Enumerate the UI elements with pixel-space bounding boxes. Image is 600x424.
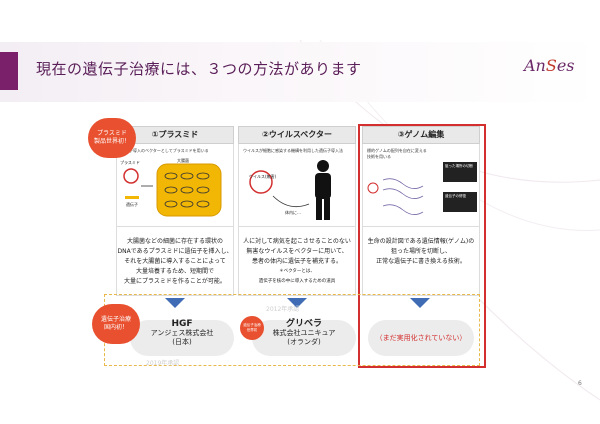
description-line: 大量培養するため、短期間で <box>135 268 214 275</box>
figure-caption: ウイルスが細胞に感染する機構を利用した遺伝子導入法 <box>243 148 343 153</box>
product-hgf: HGF アンジェス株式会社 (日本) <box>130 320 234 356</box>
description-line: 大量にプラスミドを作ることが可能。 <box>124 278 226 285</box>
column-virus-vector: ②ウイルスベクター ウイルスが細胞に感染する機構を利用した遺伝子導入法 ウイルス… <box>238 126 356 296</box>
badge-line: 世界初 <box>246 328 258 332</box>
page-title: 現在の遺伝子治療には、３つの方法があります <box>36 60 362 78</box>
description-line: 大腸菌などの細菌に存在する環状の <box>126 238 223 245</box>
description-line: DNAであるプラスミドに遺伝子を挿入し、 <box>117 248 233 255</box>
product-glybera: グリベラ 株式会社ユニキュア (オランダ) <box>252 320 356 356</box>
ecoli-cell-icon <box>156 163 222 217</box>
product-country: (オランダ) <box>287 338 321 346</box>
badge-line: 製品世界初！ <box>93 138 130 145</box>
approval-watermark: 2012年承認 <box>266 306 300 313</box>
description-line: 患者の体内に遺伝子を補充する。 <box>251 258 342 265</box>
repair-panel-icon <box>443 192 477 212</box>
column-heading: ②ウイルスベクター <box>238 126 356 144</box>
genome-editing-diagram <box>367 162 477 215</box>
column-description: 大腸菌などの細菌に存在する環状の DNAであるプラスミドに遺伝子を挿入し、 それ… <box>116 226 234 296</box>
description-line: 無害なウイルスをベクターに用いて、 <box>246 248 348 255</box>
figure-caption: 遺伝子導入のベクターとしてプラスミドを用いる <box>121 148 209 153</box>
badge-line: 遺伝子治療 <box>243 323 261 327</box>
arrow-down-icon <box>287 298 307 308</box>
logo-text-b: es <box>556 56 575 75</box>
description-line: それを大腸菌に導入することによって <box>124 258 226 265</box>
virus-icon <box>249 170 273 194</box>
label-cut: 狙った場所の切断 <box>445 164 473 168</box>
description-line: 正常な遺伝子に書き換える技術。 <box>376 258 466 265</box>
label-into-body: 体内に… <box>285 210 301 215</box>
plasmid-circle-icon <box>123 168 139 184</box>
product-company: アンジェス株式会社 <box>150 329 214 337</box>
badge-line: プラスミド <box>97 130 127 137</box>
description-line: 生命の設計図である遺伝情報(ゲノム)の <box>367 238 475 245</box>
label-ecoli: 大腸菌 <box>177 158 189 163</box>
company-logo: AnSes <box>524 56 575 75</box>
logo-text-s: S <box>545 56 557 75</box>
person-icon <box>315 160 331 220</box>
badge-line: 国内初！ <box>103 324 128 331</box>
column-figure: 遺伝子導入のベクターとしてプラスミドを用いる プラスミド 遺伝子 大腸菌 <box>116 144 234 226</box>
column-description: 人に対して病気を起こさせることのない 無害なウイルスをベクターに用いて、 患者の… <box>238 226 356 296</box>
logo-text-a: An <box>524 56 546 75</box>
world-first-small-badge: 遺伝子治療 世界初 <box>240 316 264 340</box>
plasmid-diagram <box>123 163 222 217</box>
column-plasmid: ①プラスミド 遺伝子導入のベクターとしてプラスミドを用いる プラスミド 遺伝子 … <box>116 126 234 296</box>
label-plasmid: プラスミド <box>120 160 140 165</box>
genome-editing-status: （まだ実用化されていない） <box>368 320 474 356</box>
cell-icon <box>367 182 379 194</box>
label-gene: 遺伝子 <box>126 202 138 207</box>
product-name: HGF <box>171 319 193 329</box>
plasmid-copies <box>164 172 210 208</box>
arrow-down-icon <box>410 298 430 308</box>
approval-watermark: 2019年承認 <box>146 360 180 367</box>
description-line: 人に対して病気を起こさせることのない <box>243 238 351 245</box>
column-genome-editing: ③ゲノム編集 標的ゲノムの配列を自在に変える技術を用いる 狙った場所の切断 遺伝… <box>362 126 480 296</box>
label-repair: 遺伝子の修復 <box>445 194 466 198</box>
column-description: 生命の設計図である遺伝情報(ゲノム)の 狙った場所を切断し、 正常な遺伝子に書き… <box>362 226 480 296</box>
column-figure: 標的ゲノムの配列を自在に変える技術を用いる 狙った場所の切断 遺伝子の修復 <box>362 144 480 226</box>
genome-editing-highlight-border <box>358 124 486 368</box>
page-number: 6 <box>578 380 582 387</box>
cut-panel-icon <box>443 162 477 182</box>
plasmid-world-first-badge: プラスミド 製品世界初！ <box>88 118 136 158</box>
description-line: 遺伝子を核の中に導入するための道具 <box>258 279 336 284</box>
column-figure: ウイルスが細胞に感染する機構を利用した遺伝子導入法 ウイルス(無害) 体内に… <box>238 144 356 226</box>
label-virus: ウイルス(無害) <box>249 174 277 179</box>
domestic-first-badge: 遺伝子治療 国内初！ <box>92 304 140 344</box>
arrow-down-icon <box>165 298 185 308</box>
column-heading: ③ゲノム編集 <box>362 126 480 144</box>
virus-vector-diagram <box>249 160 331 220</box>
product-country: (日本) <box>172 338 192 346</box>
description-line: ＊ベクターとは、 <box>279 269 315 274</box>
title-accent-bar <box>0 52 18 90</box>
description-line: 狙った場所を切断し、 <box>390 248 451 255</box>
gene-segment-icon <box>125 196 139 199</box>
badge-line: 遺伝子治療 <box>100 316 131 323</box>
product-name: グリベラ <box>285 319 322 329</box>
figure-caption: 標的ゲノムの配列を自在に変える技術を用いる <box>367 148 427 159</box>
title-banner <box>0 42 600 102</box>
product-company: 株式会社ユニキュア <box>272 329 336 337</box>
